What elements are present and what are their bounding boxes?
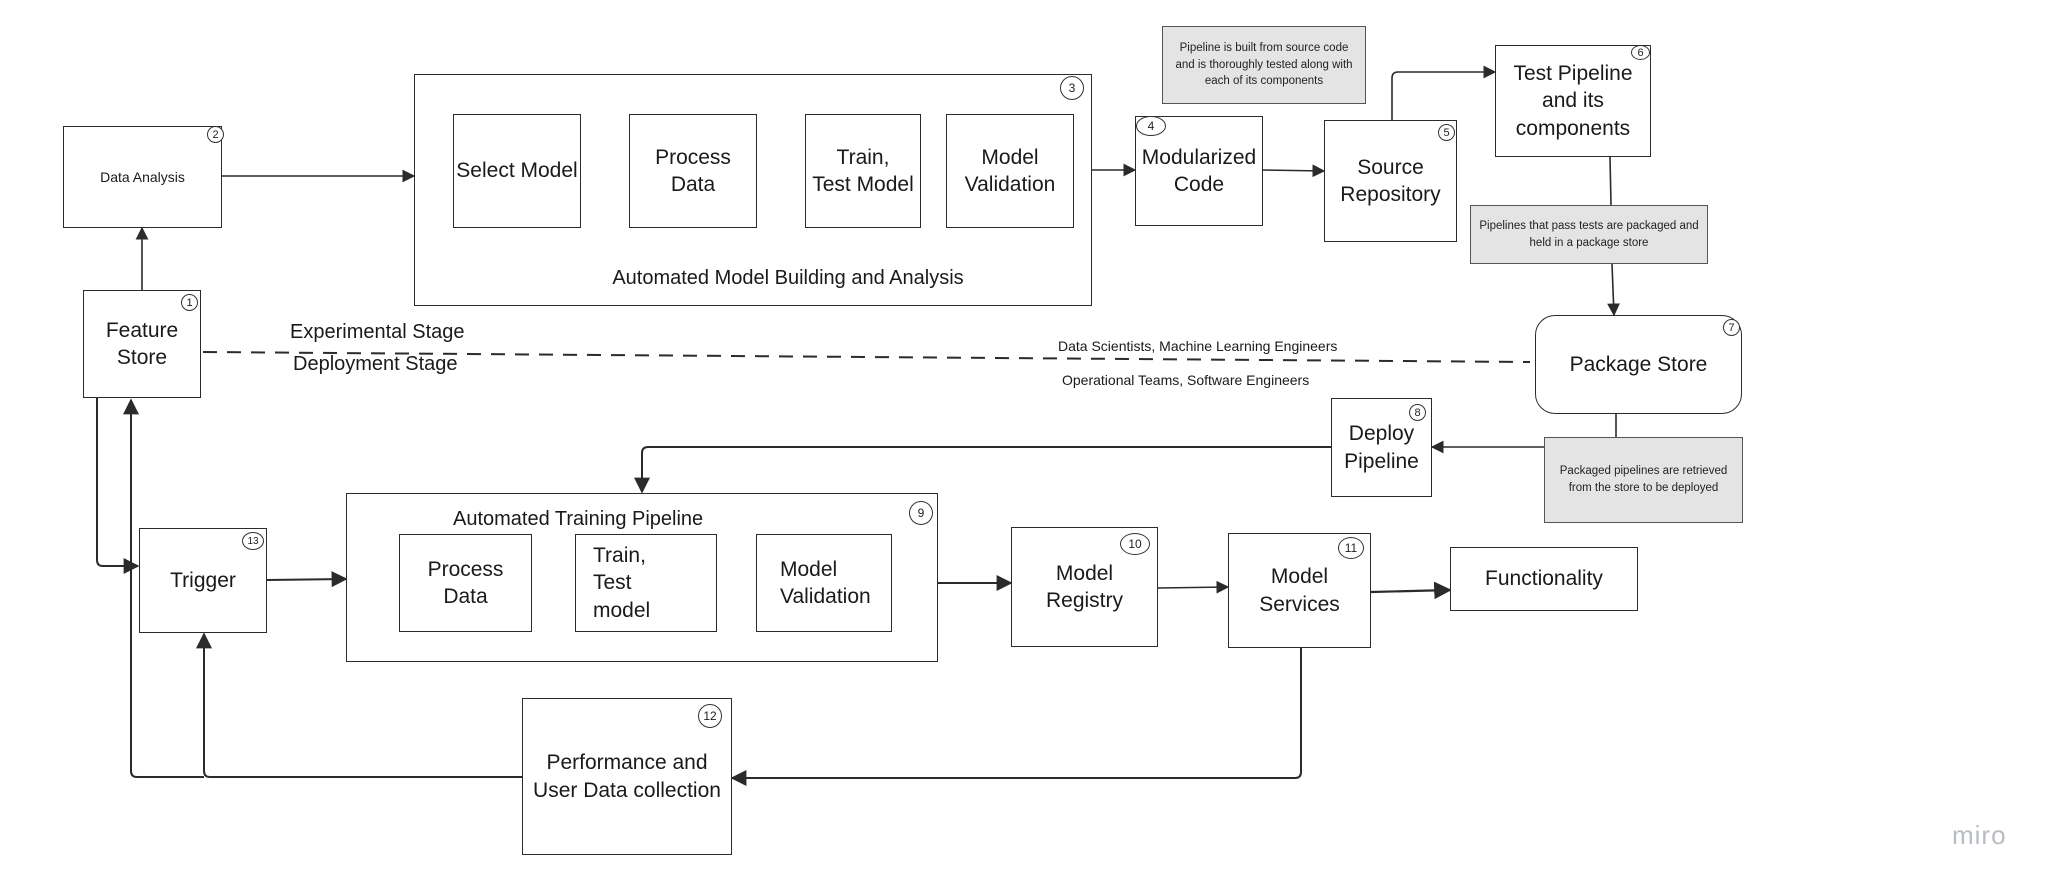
badge-3: 3 [1060, 76, 1084, 100]
note-pipelines-pass: Pipelines that pass tests are packaged a… [1470, 205, 1708, 264]
badge-10: 10 [1120, 533, 1150, 555]
test-pipeline-node[interactable]: Test Pipeline and its components [1495, 45, 1651, 157]
badge-11: 11 [1338, 537, 1364, 559]
deployment-stage-label: Deployment Stage [293, 353, 458, 375]
process-data-bottom-node[interactable]: Process Data [399, 534, 532, 632]
experimental-roles-label: Data Scientists, Machine Learning Engine… [1058, 338, 1338, 354]
source-repository-node[interactable]: Source Repository [1324, 120, 1457, 242]
arrow-modularized-to-repo [1262, 164, 1326, 178]
badge-6: 6 [1631, 45, 1650, 60]
line-test-to-note [1609, 156, 1612, 206]
deploy-pipeline-node[interactable]: Deploy Pipeline [1331, 398, 1432, 497]
train-test-model-bottom-node[interactable]: Train, Test model [575, 534, 717, 632]
miro-watermark: miro [1952, 820, 2007, 850]
select-model-node[interactable]: Select Model [453, 114, 581, 228]
experimental-stage-label: Experimental Stage [290, 321, 465, 343]
badge-7: 7 [1723, 319, 1740, 336]
note-pipeline-built: Pipeline is built from source code and i… [1162, 26, 1366, 104]
arrow-performance-to-trigger [196, 632, 522, 778]
package-store-node[interactable]: Package Store [1535, 315, 1742, 414]
process-data-top-node[interactable]: Process Data [629, 114, 757, 228]
arrow-services-to-functionality [1370, 581, 1452, 600]
performance-collection-node[interactable]: Performance and User Data collection [522, 698, 732, 855]
arrow-services-to-performance [730, 648, 1302, 786]
arrow-feature-to-trigger [96, 398, 140, 574]
badge-13: 13 [242, 532, 264, 550]
feature-store-node[interactable]: Feature Store [83, 290, 201, 398]
badge-4: 4 [1136, 116, 1166, 136]
model-validation-bottom-node[interactable]: Model Validation [756, 534, 892, 632]
badge-5: 5 [1438, 124, 1455, 141]
automated-training-pipeline-label: Automated Training Pipeline [453, 508, 704, 530]
arrow-performance-to-feature [123, 398, 204, 778]
model-validation-top-node[interactable]: Model Validation [946, 114, 1074, 228]
badge-9: 9 [909, 501, 933, 525]
badge-1: 1 [181, 294, 198, 311]
arrow-deploy-to-training [634, 446, 1331, 494]
badge-2: 2 [207, 126, 224, 143]
automated-model-building-label: Automated Model Building and Analysis [612, 267, 964, 289]
stage-divider-line [202, 351, 1531, 363]
badge-12: 12 [698, 704, 722, 728]
arrow-trigger-to-training [266, 571, 348, 588]
arrow-note-to-package [1607, 263, 1620, 317]
deployment-roles-label: Operational Teams, Software Engineers [1062, 372, 1310, 388]
train-test-model-top-node[interactable]: Train, Test Model [805, 114, 921, 228]
note-packaged-retrieved: Packaged pipelines are retrieved from th… [1544, 437, 1743, 523]
badge-8: 8 [1409, 404, 1426, 421]
arrow-registry-to-services [1157, 580, 1230, 594]
data-analysis-node[interactable]: Data Analysis [63, 126, 222, 228]
functionality-node[interactable]: Functionality [1450, 547, 1638, 611]
arrow-repo-to-test [1391, 65, 1497, 120]
